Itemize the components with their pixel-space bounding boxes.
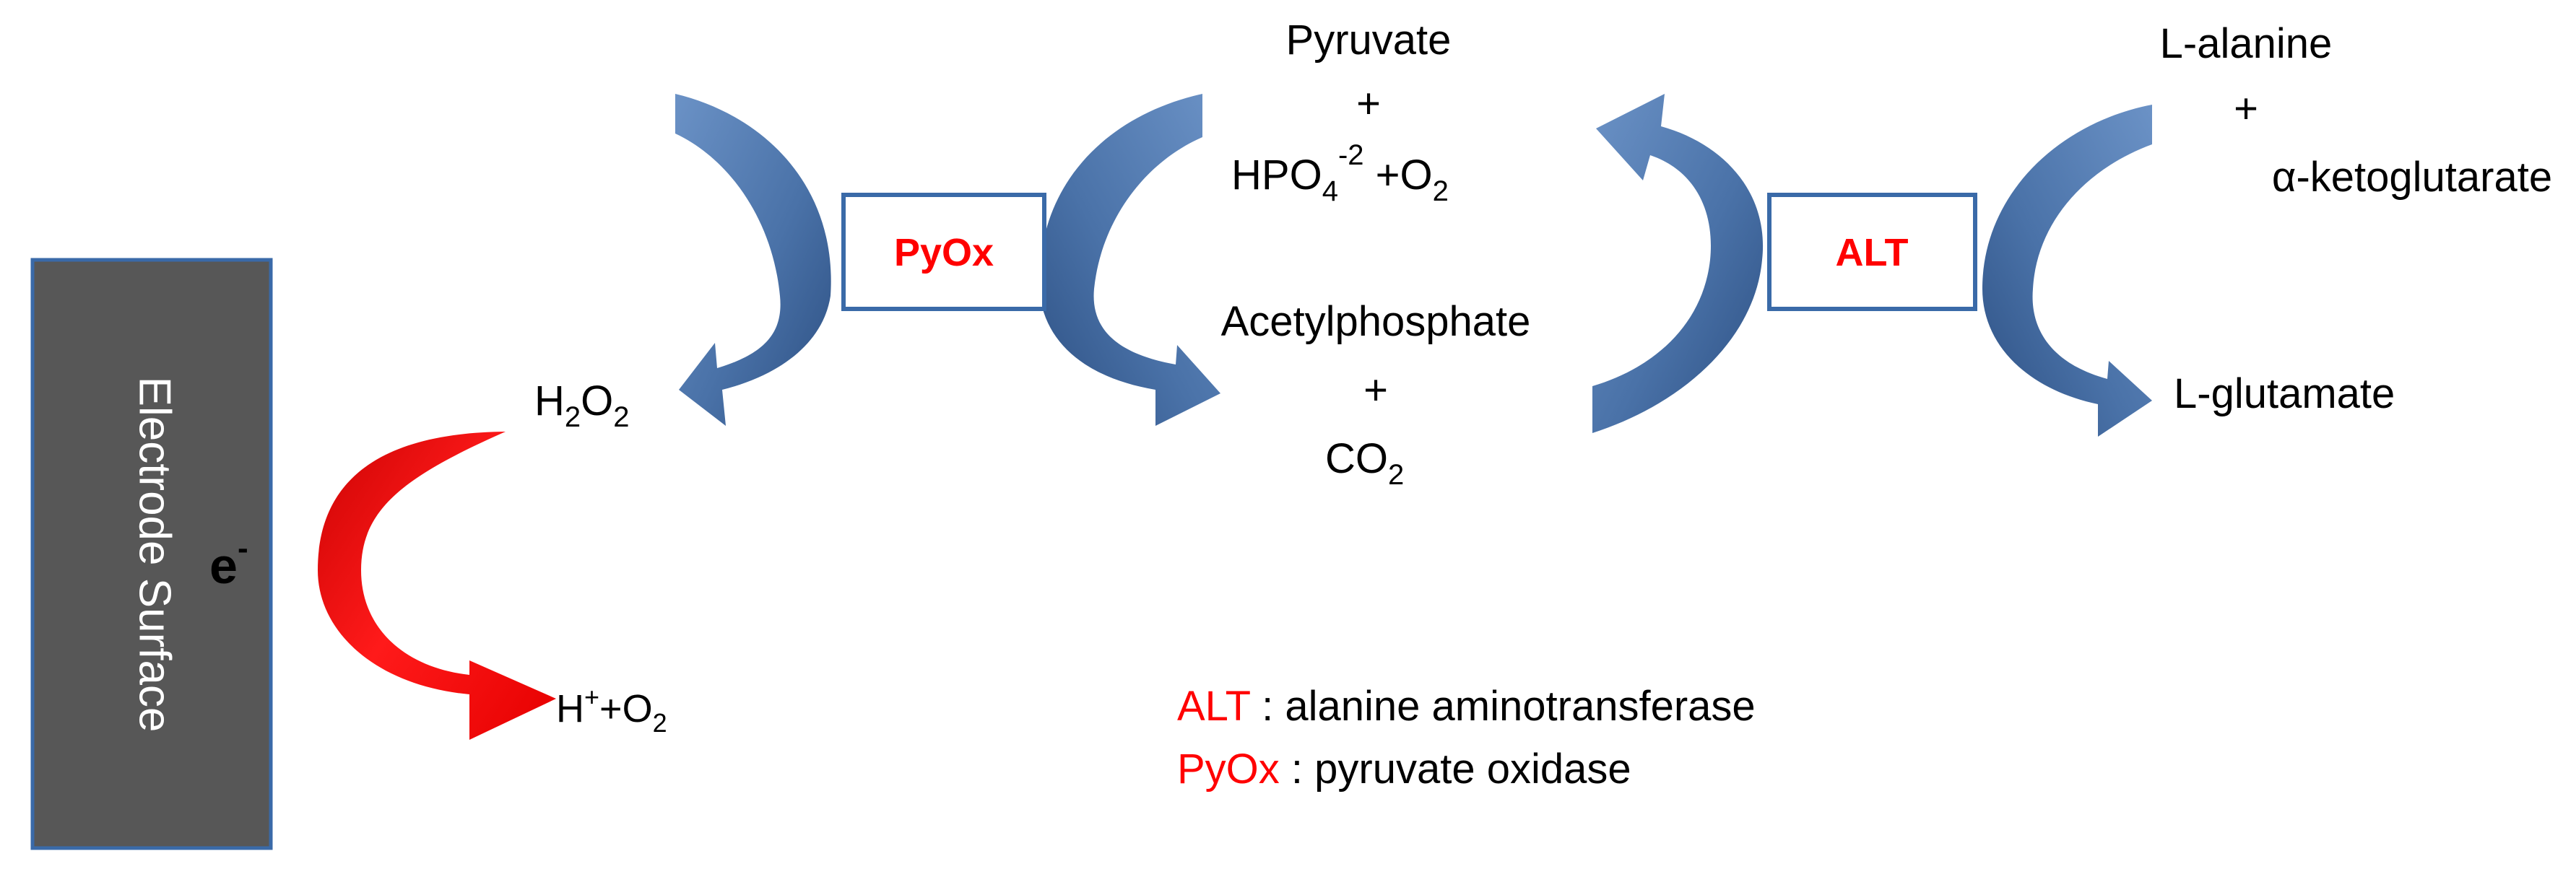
electron-transfer-arrow <box>318 381 556 740</box>
alt-left-arrow <box>1592 94 1764 433</box>
ketoglutarate-label: α-ketoglutarate <box>2272 154 2552 201</box>
l-alanine-plus: + <box>2234 85 2258 132</box>
pyox-right-arrow <box>1039 94 1220 426</box>
h-plus-o2-label: H++O2 <box>556 682 667 738</box>
legend-pyox: PyOx : pyruvate oxidase <box>1177 746 1631 793</box>
pyox-box <box>841 193 1046 311</box>
l-glutamate-label: L-glutamate <box>2174 370 2395 417</box>
pyox-left-arrow <box>675 94 831 426</box>
l-alanine-label: L-alanine <box>2160 20 2333 67</box>
legend-alt: ALT : alanine aminotransferase <box>1177 683 1756 730</box>
alt-label: ALT <box>1836 231 1909 274</box>
alt-right-arrow <box>1982 105 2152 437</box>
electrode-surface <box>30 258 273 850</box>
electron-label: e- <box>209 531 248 594</box>
electrode-surface-label: Electrode Surface <box>130 377 180 733</box>
pyruvate-label: Pyruvate <box>1286 17 1452 64</box>
acetylphosphate-plus: + <box>1363 367 1388 414</box>
acetylphosphate-label: Acetylphosphate <box>1221 298 1531 345</box>
co2-label: CO2 <box>1325 435 1404 491</box>
h2o2-label: H2O2 <box>534 377 630 433</box>
pyruvate-plus: + <box>1356 80 1381 127</box>
hpo4-o2-label: HPO4-2 +O2 <box>1231 139 1449 207</box>
alt-box <box>1767 193 1977 311</box>
pyox-label: PyOx <box>894 231 994 274</box>
